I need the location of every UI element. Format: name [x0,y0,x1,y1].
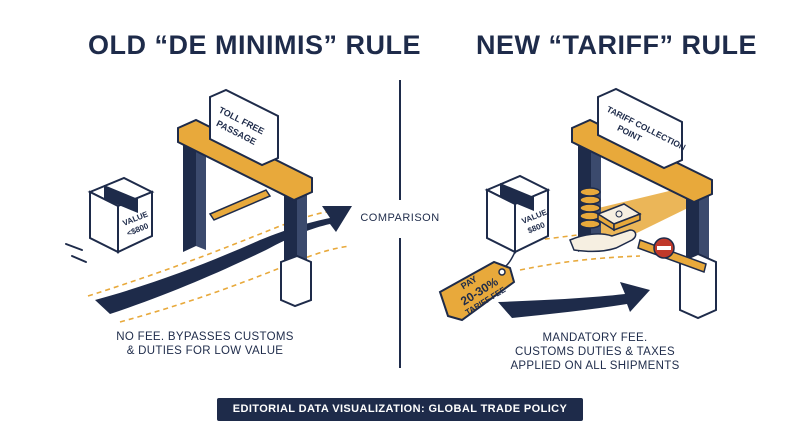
hand-icon [569,229,637,253]
right-caption-line: CUSTOMS DUTIES & TAXES [515,346,675,358]
left-motion-lines [65,243,87,263]
left-parcel-box: VALUE<$800 [87,176,155,254]
left-scene: TOLL FREEPASSAGE VALUE<$800 [65,88,352,323]
right-caption-line: MANDATORY FEE. [542,332,648,344]
comparison-label: COMPARISON [360,212,440,224]
left-barrier-arm [208,189,272,221]
right-caption: MANDATORY FEE. CUSTOMS DUTIES & TAXES AP… [480,331,710,373]
right-dashed-path [519,255,641,271]
left-gate-post-front [183,134,196,252]
left-gate-post-side [196,134,206,250]
divider-bottom [399,238,401,368]
tariff-price-tag: PAY20-30%TARIFF FEE [438,260,516,322]
right-parcel-box: VALUE$800 [484,174,551,254]
left-caption-line: NO FEE. BYPASSES CUSTOMS [116,331,294,343]
left-caption-line: & DUTIES FOR LOW VALUE [126,345,284,357]
coin-stack-icon [579,187,601,229]
right-caption-line: APPLIED ON ALL SHIPMENTS [510,360,680,372]
toll-booth [679,252,717,320]
footer-banner: EDITORIAL DATA VISUALIZATION: GLOBAL TRA… [217,398,583,438]
right-flow-arrow [498,282,650,318]
tag-string [505,251,516,267]
left-dashed-road [87,209,341,297]
left-panel-title: OLD “DE MINIMIS” RULE [88,30,421,60]
banknote-stack-icon [596,203,642,232]
stop-sign-icon [653,237,675,259]
left-gate-base [280,254,312,308]
right-panel-title: NEW “TARIFF” RULE [476,30,757,60]
left-caption: NO FEE. BYPASSES CUSTOMS & DUTIES FOR LO… [90,330,320,358]
left-gate-sign: TOLL FREEPASSAGE [209,88,279,167]
right-gate-post-right-side [699,178,709,266]
left-dashed-road-lower [119,245,351,323]
divider-top [399,80,401,200]
right-scene: TARIFF COLLECTIONPOINT [438,87,717,322]
money-flow-trail [590,186,696,248]
